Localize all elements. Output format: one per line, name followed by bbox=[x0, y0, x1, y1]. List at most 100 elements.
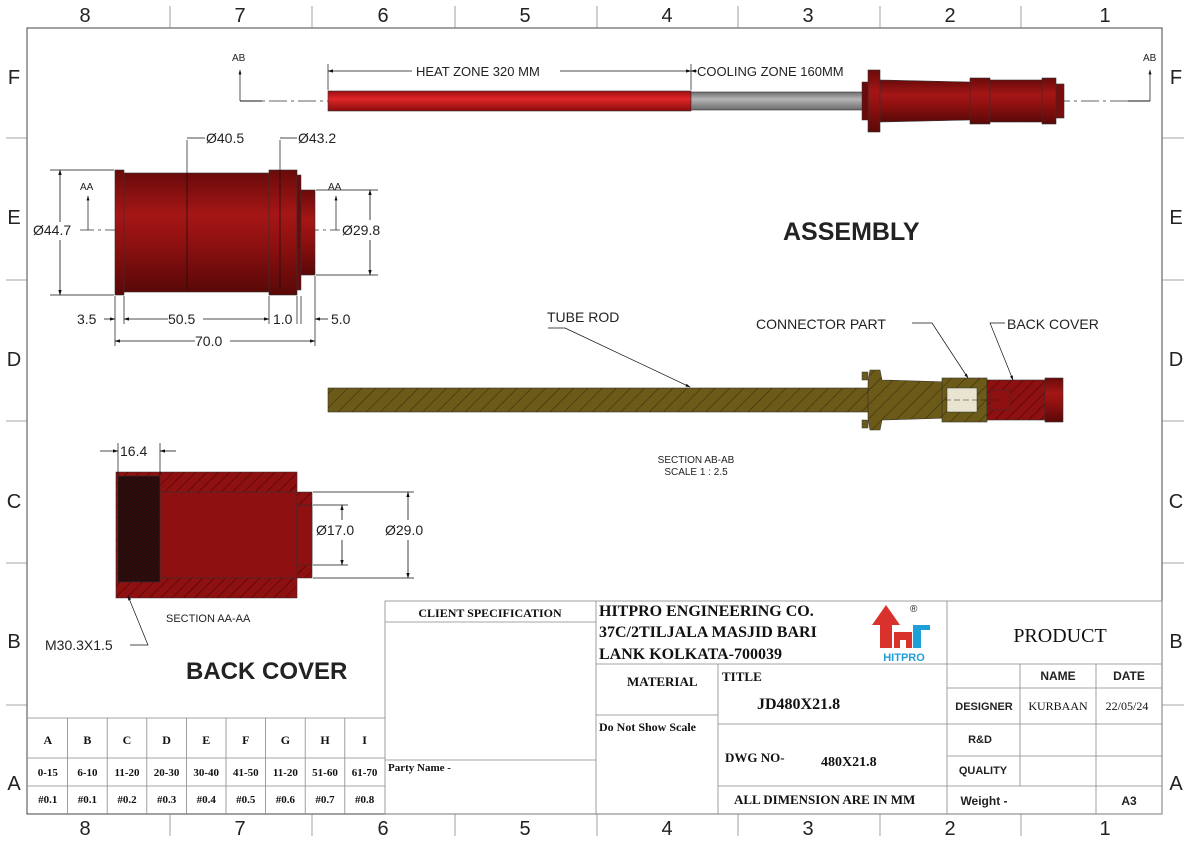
row-label-left: C bbox=[7, 491, 21, 513]
section-scale-caption: SCALE 1 : 2.5 bbox=[664, 467, 728, 478]
row-label-left: D bbox=[7, 349, 21, 371]
tolerance-header: F bbox=[242, 733, 249, 747]
product-label: PRODUCT bbox=[1013, 625, 1106, 647]
section-ab-caption: SECTION AB-AB bbox=[658, 455, 735, 466]
dim-16-4: 16.4 bbox=[120, 443, 147, 459]
material-label: MATERIAL bbox=[627, 674, 698, 689]
column-label-bottom: 7 bbox=[234, 818, 245, 840]
assembly-title: ASSEMBLY bbox=[783, 218, 920, 246]
dim-dia-29-0: Ø29.0 bbox=[385, 522, 423, 538]
do-not-scale-label: Do Not Show Scale bbox=[599, 720, 697, 734]
tolerance-value: #0.1 bbox=[38, 794, 57, 806]
back-cover-label: BACK COVER bbox=[1007, 316, 1099, 332]
dim-3-5: 3.5 bbox=[77, 311, 97, 327]
row-label-right: B bbox=[1169, 631, 1182, 653]
title-value: JD480X21.8 bbox=[757, 696, 840, 713]
all-dimension-note: ALL DIMENSION ARE IN MM bbox=[734, 792, 915, 807]
tolerance-header: I bbox=[362, 733, 367, 747]
hitpro-logo: HITPRO ® bbox=[872, 604, 930, 664]
column-label-top: 2 bbox=[944, 5, 955, 27]
client-spec-heading: CLIENT SPECIFICATION bbox=[418, 606, 562, 620]
column-label-bottom: 4 bbox=[661, 818, 672, 840]
tolerance-table: A0-15#0.1B6-10#0.1C11-20#0.2D20-30#0.3E3… bbox=[28, 717, 385, 814]
row-label-right: C bbox=[1169, 491, 1183, 513]
dwg-label: DWG NO- bbox=[725, 750, 785, 765]
dim-dia-29-8: Ø29.8 bbox=[342, 222, 380, 238]
tolerance-range: 20-30 bbox=[154, 767, 180, 779]
back-cover-side-view: AA AA Ø40.5 Ø43.2 Ø44.7 Ø29.8 3.5 50.5 bbox=[33, 130, 380, 349]
tolerance-range: 11-20 bbox=[273, 767, 299, 779]
designer-date: 22/05/24 bbox=[1106, 699, 1149, 713]
back-cover-title: BACK COVER bbox=[186, 658, 347, 685]
dim-dia-17-0: Ø17.0 bbox=[316, 522, 354, 538]
dwg-value: 480X21.8 bbox=[821, 755, 877, 770]
tolerance-value: #0.1 bbox=[78, 794, 97, 806]
row-label-left: B bbox=[7, 631, 20, 653]
tolerance-value: #0.7 bbox=[315, 794, 335, 806]
column-label-bottom: 5 bbox=[519, 818, 530, 840]
logo-text: HITPRO bbox=[883, 652, 925, 664]
weight-label: Weight - bbox=[960, 794, 1007, 808]
column-label-bottom: 6 bbox=[377, 818, 388, 840]
dim-50-5: 50.5 bbox=[168, 311, 195, 327]
cooling-zone-label: COOLING ZONE 160MM bbox=[697, 64, 844, 79]
registered-mark: ® bbox=[910, 604, 918, 615]
tolerance-header: E bbox=[202, 733, 210, 747]
dim-1-0: 1.0 bbox=[273, 311, 293, 327]
dim-dia-40-5: Ø40.5 bbox=[206, 130, 244, 146]
sheet-size: A3 bbox=[1121, 794, 1137, 808]
tolerance-header: B bbox=[83, 733, 91, 747]
dim-dia-44-7: Ø44.7 bbox=[33, 222, 71, 238]
tolerance-value: #0.3 bbox=[157, 794, 177, 806]
date-header: DATE bbox=[1113, 669, 1145, 683]
tolerance-value: #0.4 bbox=[197, 794, 217, 806]
tolerance-range: 11-20 bbox=[114, 767, 140, 779]
column-label-bottom: 2 bbox=[944, 818, 955, 840]
party-name-label: Party Name - bbox=[388, 762, 451, 774]
section-aa-aa-view: 16.4 Ø17.0 Ø29.0 M30.3X1.5 SECTION AA-AA bbox=[45, 443, 423, 653]
tolerance-value: #0.6 bbox=[276, 794, 296, 806]
column-label-top: 3 bbox=[802, 5, 813, 27]
column-label-bottom: 1 bbox=[1099, 818, 1110, 840]
tolerance-header: A bbox=[43, 733, 52, 747]
column-label-top: 4 bbox=[661, 5, 672, 27]
tolerance-header: C bbox=[123, 733, 132, 747]
tolerance-value: #0.2 bbox=[117, 794, 137, 806]
row-label-right: D bbox=[1169, 349, 1183, 371]
designer-name: KURBAAN bbox=[1028, 699, 1088, 713]
tolerance-value: #0.5 bbox=[236, 794, 256, 806]
assembly-top-view: AB AB HEAT ZONE 320 MM COOLING ZONE 160M… bbox=[232, 53, 1157, 133]
dim-70-0: 70.0 bbox=[195, 333, 222, 349]
row-label-right: F bbox=[1170, 67, 1182, 89]
name-header: NAME bbox=[1040, 669, 1075, 683]
tolerance-header: H bbox=[320, 733, 330, 747]
section-marker-ab-right: AB bbox=[1143, 53, 1157, 64]
column-label-bottom: 3 bbox=[802, 818, 813, 840]
tolerance-range: 61-70 bbox=[352, 767, 378, 779]
tube-rod-label: TUBE ROD bbox=[547, 309, 619, 325]
heat-zone-label: HEAT ZONE 320 MM bbox=[416, 64, 540, 79]
title-label: TITLE bbox=[722, 669, 762, 684]
section-marker-ab-left: AB bbox=[232, 53, 246, 64]
title-block: CLIENT SPECIFICATION Party Name - HITPRO… bbox=[384, 600, 1163, 815]
quality-label: QUALITY bbox=[959, 765, 1008, 777]
tolerance-range: 51-60 bbox=[312, 767, 338, 779]
cooling-zone-rod bbox=[690, 91, 870, 111]
company-name: HITPRO ENGINEERING CO. bbox=[599, 603, 814, 620]
company-address-2: LANK KOLKATA-700039 bbox=[599, 646, 782, 663]
tolerance-header: D bbox=[162, 733, 171, 747]
row-label-left: F bbox=[8, 67, 20, 89]
row-label-left: A bbox=[7, 773, 21, 795]
section-marker-aa-right: AA bbox=[328, 182, 342, 193]
dim-dia-43-2: Ø43.2 bbox=[298, 130, 336, 146]
section-marker-aa-left: AA bbox=[80, 182, 94, 193]
section-ab-ab-view: TUBE ROD CONNECTOR PART BACK COVER SECTI… bbox=[327, 309, 1099, 478]
thread-label: M30.3X1.5 bbox=[45, 637, 113, 653]
rnd-label: R&D bbox=[968, 734, 992, 746]
row-label-right: E bbox=[1169, 207, 1182, 229]
tolerance-value: #0.8 bbox=[355, 794, 375, 806]
column-label-bottom: 8 bbox=[79, 818, 90, 840]
